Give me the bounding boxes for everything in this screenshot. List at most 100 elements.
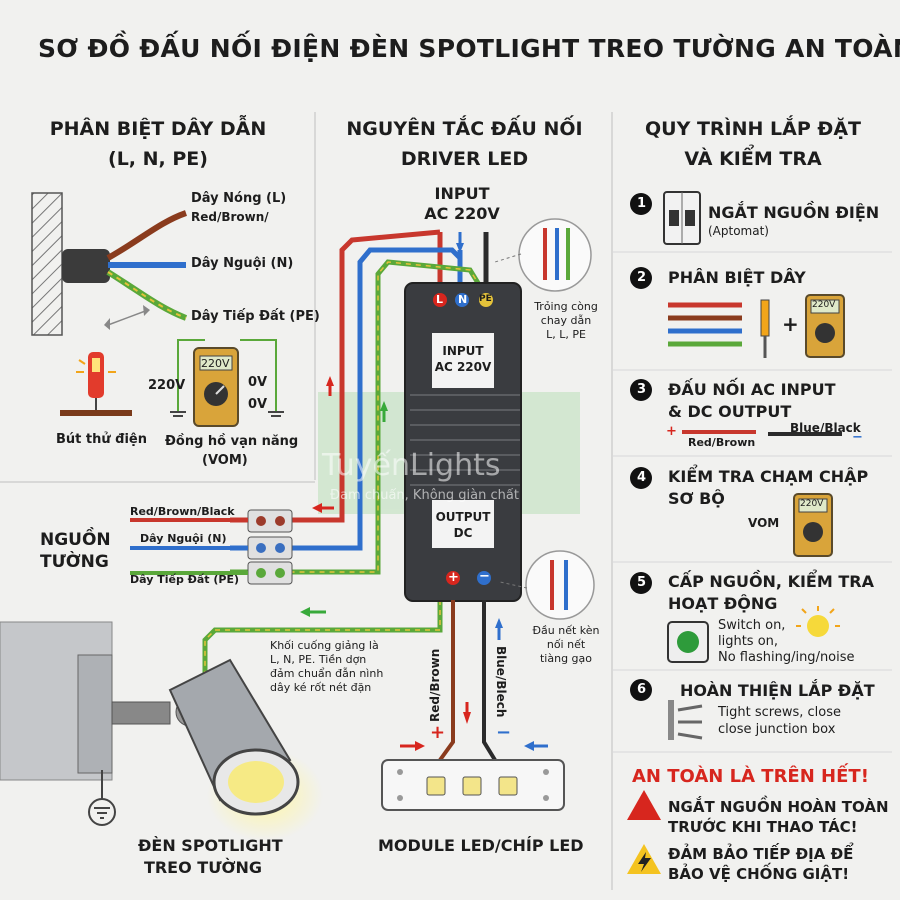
power-switch-icon <box>667 606 840 663</box>
live-wire-label: Dây Nóng (L) <box>191 191 287 206</box>
step-4-title-line2: SƠ BỘ <box>668 489 725 508</box>
safety-2-line1: ĐẢM BẢO TIẾP ĐỊA ĐỂ <box>668 845 854 863</box>
meter-right-top: 0V <box>248 375 268 390</box>
step-6-note-line1: Tight screws, close <box>718 705 842 720</box>
right-heading-line2: VÀ KIỂM TRA <box>684 148 822 170</box>
tester-label: Bút thử điện <box>56 432 147 447</box>
live-wire-colors: Red/Brown/ <box>191 210 269 224</box>
voltage-tester-pen <box>60 305 150 416</box>
multi-core-cable <box>62 210 188 321</box>
left-heading-line1: PHÂN BIỆT DÂY DẪN <box>49 118 267 140</box>
main-title: SƠ ĐỒ ĐẤU NỐI ĐIỆN ĐÈN SPOTLIGHT TREO TƯ… <box>38 34 900 63</box>
watermark-sub: Đam chuẩn, Không giàn chất <box>330 488 519 503</box>
neutral-wire-label: Dây Nguội (N) <box>191 256 294 271</box>
step-3-red-label: Red/Brown <box>688 436 756 449</box>
step-2-meter-display: 220V <box>812 300 836 310</box>
input-label-line1: INPUT <box>434 184 490 203</box>
step-1-num: 1 <box>637 196 647 211</box>
left-heading-line2: (L, N, PE) <box>108 148 208 170</box>
step-4-vom: VOM <box>748 516 780 530</box>
driver-input-line1: INPUT <box>442 344 484 358</box>
warning-icons <box>627 790 661 874</box>
driver-input-line2: AC 220V <box>434 360 492 374</box>
step-5-note-line1: Switch on, <box>718 618 786 633</box>
multimeter-step4 <box>793 493 833 557</box>
led-module-strip <box>381 759 565 811</box>
step-5-num: 5 <box>637 575 647 590</box>
right-heading-line1: QUY TRÌNH LẮP ĐẶT <box>645 118 861 140</box>
spotlight-label-line1: ĐÈN SPOTLIGHT <box>138 836 283 855</box>
step-3-plus: + <box>666 424 677 439</box>
note-bottom-line2: nối nết <box>546 638 586 651</box>
step-4-title-line1: KIỂM TRA CHẠM CHẬP <box>668 467 869 486</box>
driver-output-line1: OUTPUT <box>435 510 491 524</box>
terminal-l: L <box>436 293 444 306</box>
meter-display: 220V <box>201 357 230 370</box>
multimeter-left <box>170 339 284 427</box>
input-label-line2: AC 220V <box>424 204 500 223</box>
wall-hatched <box>31 192 63 336</box>
terminal-n: N <box>458 293 468 306</box>
output-wires <box>400 600 548 762</box>
lamp-note-line3: đảm chuẩn đẫn nình <box>270 667 384 680</box>
step-6-note-line2: close junction box <box>718 722 836 737</box>
led-plus: + <box>430 722 446 743</box>
safety-1-line1: NGẮT NGUỒN HOÀN TOÀN <box>668 798 889 816</box>
step-1-title: NGẮT NGUỒN ĐIỆN <box>708 203 880 222</box>
note-top-line2: chay dẫn <box>540 314 592 327</box>
step-5-note-line3: No flashing/ing/noise <box>718 650 855 665</box>
lamp-note-line2: L, N, PE. Tiền dợn <box>270 653 367 666</box>
note-top-line3: L, L, PE <box>546 328 586 341</box>
step-2-plus: + <box>782 312 799 336</box>
output-plus: + <box>448 570 459 585</box>
wire-ground-label: Dây Tiếp Đất (PE) <box>130 573 240 586</box>
out-blue-label: Blue/Blech <box>494 646 508 718</box>
led-module-label: MODULE LED/CHÍP LED <box>378 836 584 855</box>
wire-neutral-label: Dây Nguội (N) <box>140 532 227 545</box>
driver-output-line2: DC <box>453 526 473 540</box>
meter-left-value: 220V <box>148 378 186 393</box>
wall-source-line2: TƯỜNG <box>40 552 109 572</box>
wall-spotlight <box>0 621 323 841</box>
step-6-num: 6 <box>637 682 647 697</box>
step-3-num: 3 <box>637 382 647 397</box>
wires-step3 <box>682 430 842 436</box>
wire-arrows <box>300 232 464 617</box>
led-minus: − <box>496 722 512 743</box>
wire-colors-icon <box>668 299 770 358</box>
input-wires <box>202 229 489 690</box>
middle-heading-line1: NGUYÊN TẮC ĐẤU NỐI <box>346 118 583 140</box>
terminal-pe: PE <box>479 294 492 304</box>
zoom-detail-bottom <box>499 550 595 620</box>
spotlight-label-line2: TREO TƯỜNG <box>143 858 263 877</box>
meter-right-bottom: 0V <box>248 397 268 412</box>
step-4-num: 4 <box>637 470 647 485</box>
ground-wire-label: Dây Tiếp Đất (PE) <box>191 309 320 324</box>
section-dividers <box>0 112 892 890</box>
safety-title: AN TOÀN LÀ TRÊN HẾT! <box>632 766 869 787</box>
note-bottom-line3: tiàng gạo <box>539 652 592 665</box>
step-3-title-line2: & DC OUTPUT <box>668 402 792 421</box>
zoom-detail-top <box>494 218 592 292</box>
note-top-line1: Trỏing còng <box>534 300 598 313</box>
middle-heading-line2: DRIVER LED <box>400 148 529 170</box>
terminal-blocks <box>130 509 293 585</box>
step-5-note-line2: lights on, <box>718 634 779 649</box>
screws-icon <box>668 700 703 740</box>
note-bottom-line1: Đầu nết kèn <box>532 624 600 637</box>
lamp-note-line1: Khối cuống giảng là <box>270 639 379 652</box>
safety-2-line2: BẢO VỆ CHỐNG GIẬT! <box>668 865 850 883</box>
meter-label-line1: Đồng hồ vạn năng <box>165 434 299 449</box>
step-3-minus: − <box>852 430 863 445</box>
safety-1-line2: TRƯỚC KHI THAO TÁC! <box>668 818 858 836</box>
out-red-label: Red/Brown <box>428 648 442 722</box>
step-2-title: PHÂN BIỆT DÂY <box>668 268 806 287</box>
lamp-note-line4: dây ké rốt nét đặn <box>270 681 372 694</box>
wire-red-label: Red/Brown/Black <box>130 505 235 518</box>
multimeter-step2 <box>805 294 845 358</box>
step-2-num: 2 <box>637 270 647 285</box>
step-5-title-line2: HOẠT ĐỘNG <box>668 594 778 613</box>
step-3-title-line1: ĐẤU NỐI AC INPUT <box>668 380 836 399</box>
meter-label-line2: (VOM) <box>202 453 248 468</box>
step-5-title-line1: CẤP NGUỒN, KIỂM TRA <box>668 572 874 591</box>
